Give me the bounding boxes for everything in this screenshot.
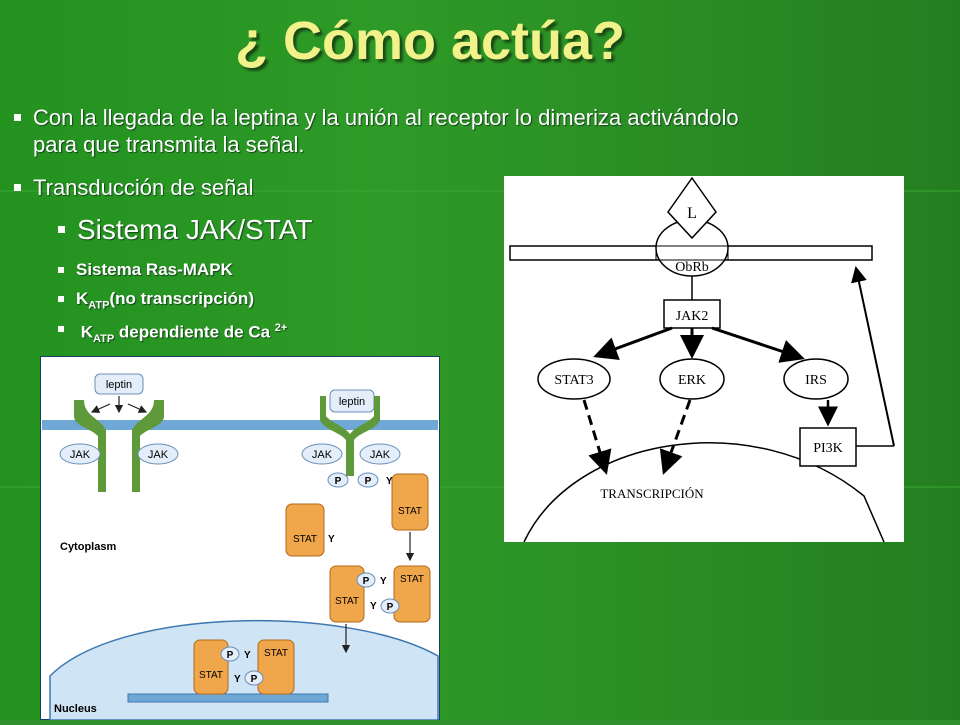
bullet-text-line1: Con la llegada de la leptina y la unión …	[33, 105, 739, 130]
dna-bar	[127, 693, 329, 703]
jak-right-2	[359, 443, 401, 465]
bullet-text: KATP dependiente de Ca 2+	[80, 322, 288, 346]
pi3k-box	[799, 427, 857, 467]
tyrosine-y: Y	[370, 601, 377, 612]
receptor-label: ObRb	[675, 260, 708, 275]
nucleus-arc	[523, 442, 885, 543]
svg-text:P: P	[251, 674, 258, 685]
leptin-label-right: leptin	[339, 396, 365, 408]
jak-label: JAK	[312, 449, 333, 461]
jak-label: JAK	[370, 449, 391, 461]
bullet-text: Sistema JAK/STAT	[77, 214, 313, 245]
arrow-jak2-irs	[711, 326, 805, 363]
tyrosine-y: Y	[234, 674, 241, 685]
bullet-text: Con la llegada de la leptina y la unión …	[33, 104, 739, 158]
arrow-jak2-stat3	[593, 326, 673, 361]
stat-block	[257, 639, 295, 695]
bullet-square-icon	[14, 114, 21, 121]
jak-right-1	[301, 443, 343, 465]
bullet-text: Sistema Ras-MAPK	[76, 260, 233, 279]
bullet-dimerization: Con la llegada de la leptina y la unión …	[14, 104, 914, 158]
jak2-label: JAK2	[676, 309, 709, 324]
svg-text:P: P	[363, 576, 370, 587]
receptor-left-a	[74, 400, 106, 492]
arrow-stat3-transcription	[582, 399, 612, 475]
arrow-erk-transcription	[659, 399, 692, 475]
bullet-signal-transduction: Transducción de señal	[14, 174, 254, 201]
slide-title: ¿ Cómo actúa?	[234, 11, 626, 71]
irs-label: IRS	[805, 373, 827, 388]
phospho-p	[244, 670, 264, 686]
pathway-figure: L ObRb JAK2 STAT3 ERK IRS TRANSCRIPCIÓN …	[504, 176, 904, 543]
svg-text:P: P	[227, 650, 234, 661]
cytoplasm-label: Cytoplasm	[60, 541, 116, 553]
receptor-left-b	[132, 400, 164, 492]
jak-left-1	[59, 443, 101, 465]
nucleus-label: Nucleus	[54, 703, 97, 715]
arrow-leptin-right	[127, 403, 148, 413]
svg-text:STAT: STAT	[264, 648, 288, 659]
receptor-right	[320, 396, 380, 476]
stat-block	[193, 639, 229, 695]
jak-label: JAK	[70, 449, 91, 461]
bullet-katp-no-transcription: KATP(no transcripción)	[58, 288, 254, 316]
erk-label: ERK	[678, 373, 706, 388]
bullet-ras-mapk: Sistema Ras-MAPK	[58, 259, 233, 280]
svg-text:STAT: STAT	[199, 670, 223, 681]
jak-label: JAK	[148, 449, 169, 461]
pi3k-label: PI3K	[813, 441, 843, 456]
transcription-label: TRANSCRIPCIÓN	[600, 486, 704, 501]
arrow-pi3k-membrane	[851, 266, 895, 447]
background-stripe	[0, 486, 960, 488]
jak-stat-figure: leptin JAK JAK leptin JAK JAK P P Y STAT…	[39, 355, 441, 721]
phospho-p	[380, 598, 400, 614]
jak-stat-diagram: leptin JAK JAK leptin JAK JAK P P Y STAT…	[39, 355, 441, 721]
leptin-box-left	[94, 373, 144, 395]
bullet-text-line2: para que transmita la señal.	[33, 132, 305, 157]
bullet-text: KATP(no transcripción)	[76, 289, 254, 312]
tyrosine-y: Y	[328, 534, 335, 545]
leptin-label-left: leptin	[106, 379, 132, 391]
bullet-square-icon	[58, 296, 64, 302]
irs-ellipse	[783, 358, 849, 400]
bullet-square-icon	[14, 184, 21, 191]
bullet-jak-stat: Sistema JAK/STAT	[58, 214, 312, 246]
pathway-diagram: L ObRb JAK2 STAT3 ERK IRS TRANSCRIPCIÓN …	[509, 176, 895, 543]
cell-membrane	[42, 420, 438, 430]
tyrosine-y: Y	[380, 576, 387, 587]
svg-text:STAT: STAT	[398, 506, 422, 517]
svg-text:P: P	[335, 476, 342, 487]
erk-ellipse	[659, 358, 725, 400]
arrow-leptin-left	[90, 403, 111, 413]
phospho-p	[220, 646, 240, 662]
stat-block	[391, 473, 429, 531]
stat-block	[393, 565, 431, 623]
bullet-square-icon	[58, 267, 64, 273]
background-stripe	[0, 190, 960, 192]
phospho-p	[327, 472, 349, 488]
tyrosine-y: Y	[244, 650, 251, 661]
stat3-ellipse	[537, 358, 611, 400]
tyrosine-y: Y	[386, 476, 393, 487]
phospho-p	[356, 572, 376, 588]
bullet-katp-calcium: KATP dependiente de Ca 2+	[58, 318, 287, 350]
ligand-diamond	[667, 176, 717, 240]
receptor-membrane-overlap	[655, 245, 729, 261]
bullet-square-icon	[58, 326, 64, 332]
svg-text:STAT: STAT	[400, 574, 424, 585]
svg-text:P: P	[387, 602, 394, 613]
svg-text:STAT: STAT	[293, 534, 317, 545]
bullet-text: Transducción de señal	[33, 175, 254, 200]
phospho-p	[357, 472, 379, 488]
ligand-label: L	[687, 205, 697, 222]
svg-text:STAT: STAT	[335, 596, 359, 607]
jak-left-2	[137, 443, 179, 465]
stat-block	[329, 565, 365, 623]
stat3-label: STAT3	[554, 373, 593, 388]
bullet-square-icon	[58, 226, 65, 233]
stat-block	[285, 503, 325, 557]
svg-text:P: P	[365, 476, 372, 487]
